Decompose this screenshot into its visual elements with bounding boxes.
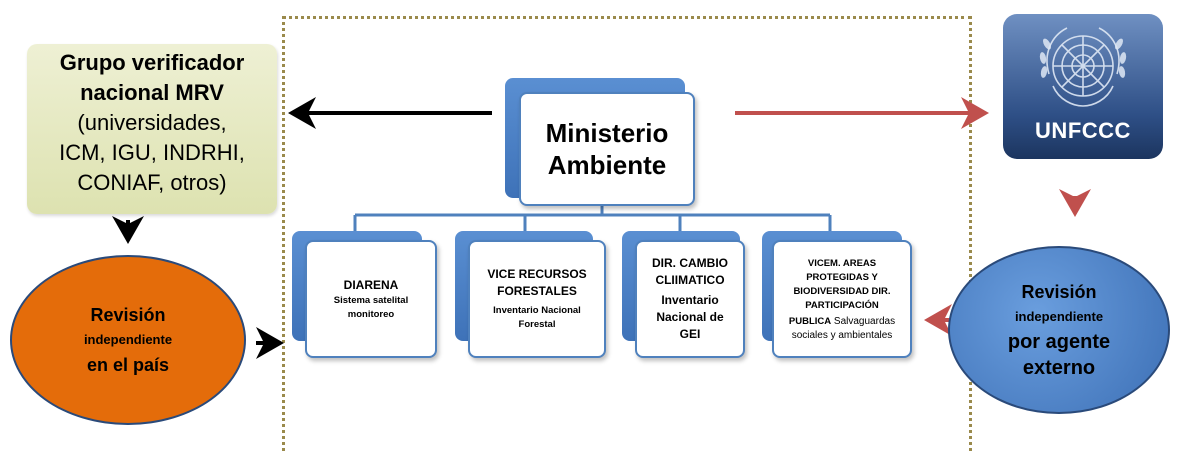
grupo-line3: (universidades, xyxy=(77,110,227,135)
grupo-line5: CONIAF, otros) xyxy=(77,170,227,195)
dotted-frame xyxy=(282,16,972,451)
dir-cambio-body2: Nacional de xyxy=(656,310,724,324)
revision-pais-oval: Revisión independiente en el país xyxy=(10,255,246,425)
dir-cambio-body3: GEI xyxy=(679,327,701,341)
dir-cambio-title2: CLIIMATICO xyxy=(655,273,725,287)
vicem-line6: sociales y ambientales xyxy=(791,329,893,341)
vicem-line2: PROTEGIDAS Y xyxy=(806,271,878,283)
diarena-box: DIARENA Sistema satelital monitoreo xyxy=(305,240,437,358)
dir-cambio-box: DIR. CAMBIO CLIIMATICO Inventario Nacion… xyxy=(635,240,745,358)
dir-cambio-title1: DIR. CAMBIO xyxy=(652,256,728,270)
revision-externo-line2: independiente xyxy=(1014,309,1104,324)
ministerio-box: Ministerio Ambiente xyxy=(519,92,695,206)
vicem-line4: PARTICIPACIÓN xyxy=(805,299,879,311)
revision-pais-line1: Revisión xyxy=(90,305,166,325)
grupo-title-line2: nacional MRV xyxy=(80,80,224,105)
un-emblem-icon xyxy=(1039,27,1127,107)
vicem-line5: PUBLICA Salvaguardas xyxy=(789,313,895,329)
revision-externo-oval: Revisión independiente por agente extern… xyxy=(948,246,1170,414)
ministerio-line2: Ambiente xyxy=(547,150,667,180)
vice-recursos-title2: FORESTALES xyxy=(497,284,577,298)
unfccc-logo-text: UNFCCC xyxy=(1035,118,1131,143)
vicem-areas-box: VICEM. AREAS PROTEGIDAS Y BIODIVERSIDAD … xyxy=(772,240,912,358)
revision-externo-line1: Revisión xyxy=(1021,282,1097,302)
revision-pais-line2: independiente xyxy=(83,332,173,347)
revision-externo-line4: externo xyxy=(1022,357,1096,379)
grupo-title-line1: Grupo verificador xyxy=(59,50,245,75)
unfccc-logo: UNFCCC xyxy=(1003,14,1163,159)
vice-recursos-title1: VICE RECURSOS xyxy=(487,267,587,281)
vice-recursos-box: VICE RECURSOS FORESTALES Inventario Naci… xyxy=(468,240,606,358)
vicem-line3: BIODIVERSIDAD DIR. xyxy=(793,285,891,297)
org-connectors xyxy=(353,203,832,235)
dir-cambio-body1: Inventario xyxy=(661,293,719,307)
revision-externo-line3: por agente xyxy=(1007,331,1111,353)
grupo-line4: ICM, IGU, INDRHI, xyxy=(59,140,245,165)
diarena-subtitle: Sistema satelital monitoreo xyxy=(333,294,409,320)
vicem-line5-bold: PUBLICA xyxy=(788,315,832,327)
vicem-line5-rest: Salvaguardas xyxy=(831,315,896,327)
vice-recursos-subtitle: Inventario Nacional Forestal xyxy=(493,305,581,330)
diarena-title: DIARENA xyxy=(343,277,399,292)
vicem-line1: VICEM. AREAS xyxy=(807,257,877,269)
ministerio-line1: Ministerio xyxy=(545,118,669,148)
revision-pais-line3: en el país xyxy=(86,355,170,375)
grupo-verificador-box: Grupo verificador nacional MRV (universi… xyxy=(27,44,277,214)
